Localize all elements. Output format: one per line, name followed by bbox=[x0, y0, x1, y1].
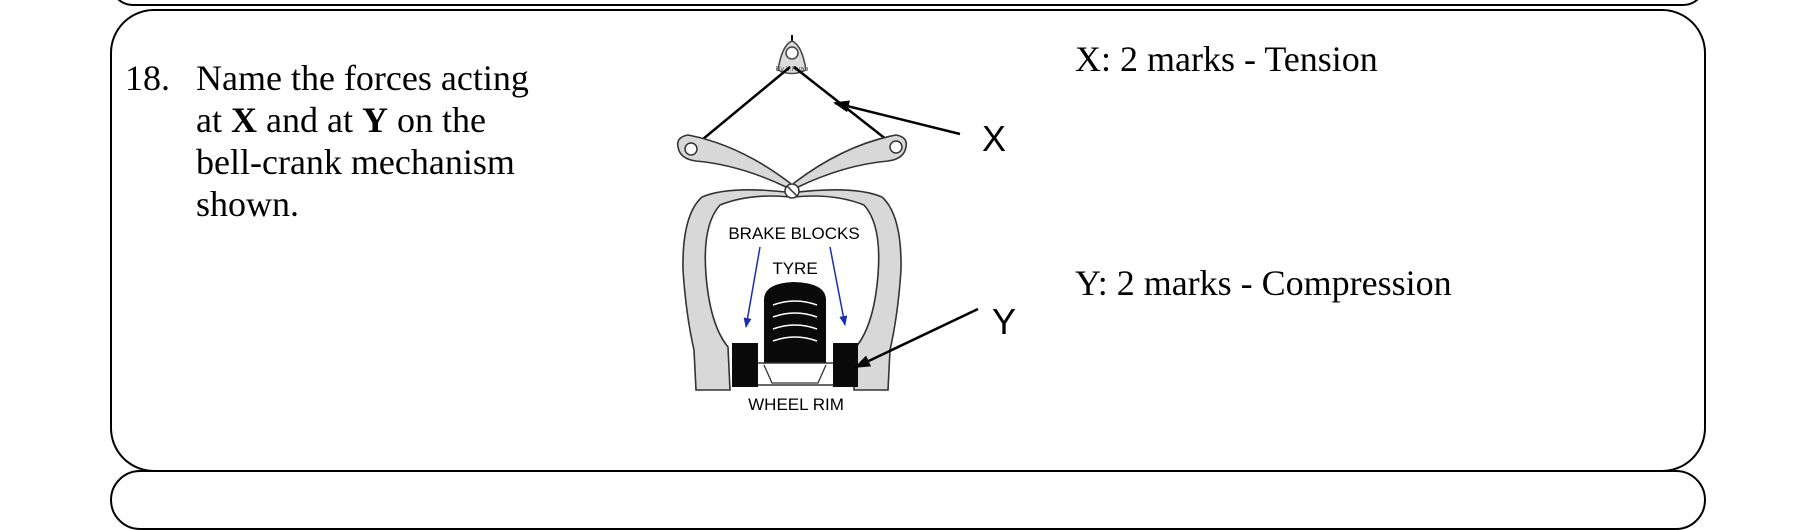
right-pivot-hole bbox=[889, 140, 903, 154]
pointer-arrow-x bbox=[833, 100, 961, 136]
pointer-label-x: X bbox=[982, 118, 1006, 159]
top-pivot-hole bbox=[785, 46, 799, 60]
answer-y: Y: 2 marks - Compression bbox=[1075, 263, 1452, 303]
tyre-tread-lines bbox=[772, 300, 818, 342]
bell-crank-diagram: By V.Ryan BRAKE BLOCKS TYRE WHEEL RIM X … bbox=[676, 35, 1016, 414]
right-caliper-arm bbox=[788, 134, 908, 391]
diagram-credit: By V.Ryan bbox=[776, 66, 809, 73]
next-question-box bbox=[110, 470, 1706, 530]
brake-block-right bbox=[833, 343, 858, 387]
pointer-label-y: Y bbox=[992, 301, 1016, 342]
brake-block-arrow-right bbox=[829, 246, 848, 326]
label-brake-blocks: BRAKE BLOCKS bbox=[728, 224, 859, 243]
left-cable bbox=[690, 66, 791, 150]
label-tyre: TYRE bbox=[772, 259, 817, 278]
pointer-arrow-y bbox=[854, 307, 979, 369]
question-text: Name the forces acting at X and at Y on … bbox=[196, 58, 529, 224]
label-wheel-rim: WHEEL RIM bbox=[748, 395, 844, 414]
question-number: 18. bbox=[125, 58, 170, 98]
left-pivot-hole bbox=[684, 142, 698, 156]
left-caliper-arm bbox=[676, 134, 796, 391]
previous-question-box bbox=[110, 0, 1706, 6]
force-x-label: X bbox=[230, 100, 257, 140]
answer-x: X: 2 marks - Tension bbox=[1075, 39, 1378, 79]
brake-block-left bbox=[732, 343, 758, 387]
brake-block-arrow-left bbox=[743, 246, 761, 328]
right-cable bbox=[793, 66, 897, 148]
force-y-label: Y bbox=[361, 100, 388, 140]
